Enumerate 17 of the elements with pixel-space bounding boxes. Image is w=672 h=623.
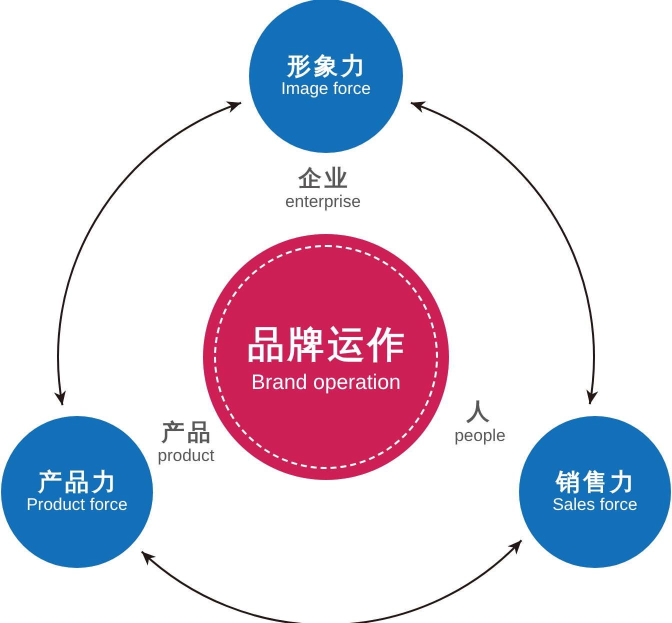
- node-subtitle: Sales force: [552, 496, 638, 514]
- node-title: 形象力: [286, 54, 368, 80]
- node-subtitle: Brand operation: [251, 372, 401, 394]
- curved-arrow: [141, 540, 522, 623]
- node-title: 品牌运作: [246, 326, 408, 365]
- label-text: 产品: [160, 420, 214, 444]
- node-subtitle: Image force: [281, 80, 371, 98]
- node-title: 产品力: [36, 470, 119, 496]
- curved-arrow: [54, 102, 242, 406]
- node-title: 销售力: [554, 470, 637, 496]
- label-text: 企业: [297, 166, 350, 190]
- label-text: people: [454, 427, 506, 445]
- label-text: 人: [465, 398, 492, 424]
- node-subtitle: Product force: [26, 496, 128, 514]
- curved-arrow: [410, 102, 598, 404]
- label-text: product: [158, 447, 214, 465]
- label-text: enterprise: [285, 193, 361, 211]
